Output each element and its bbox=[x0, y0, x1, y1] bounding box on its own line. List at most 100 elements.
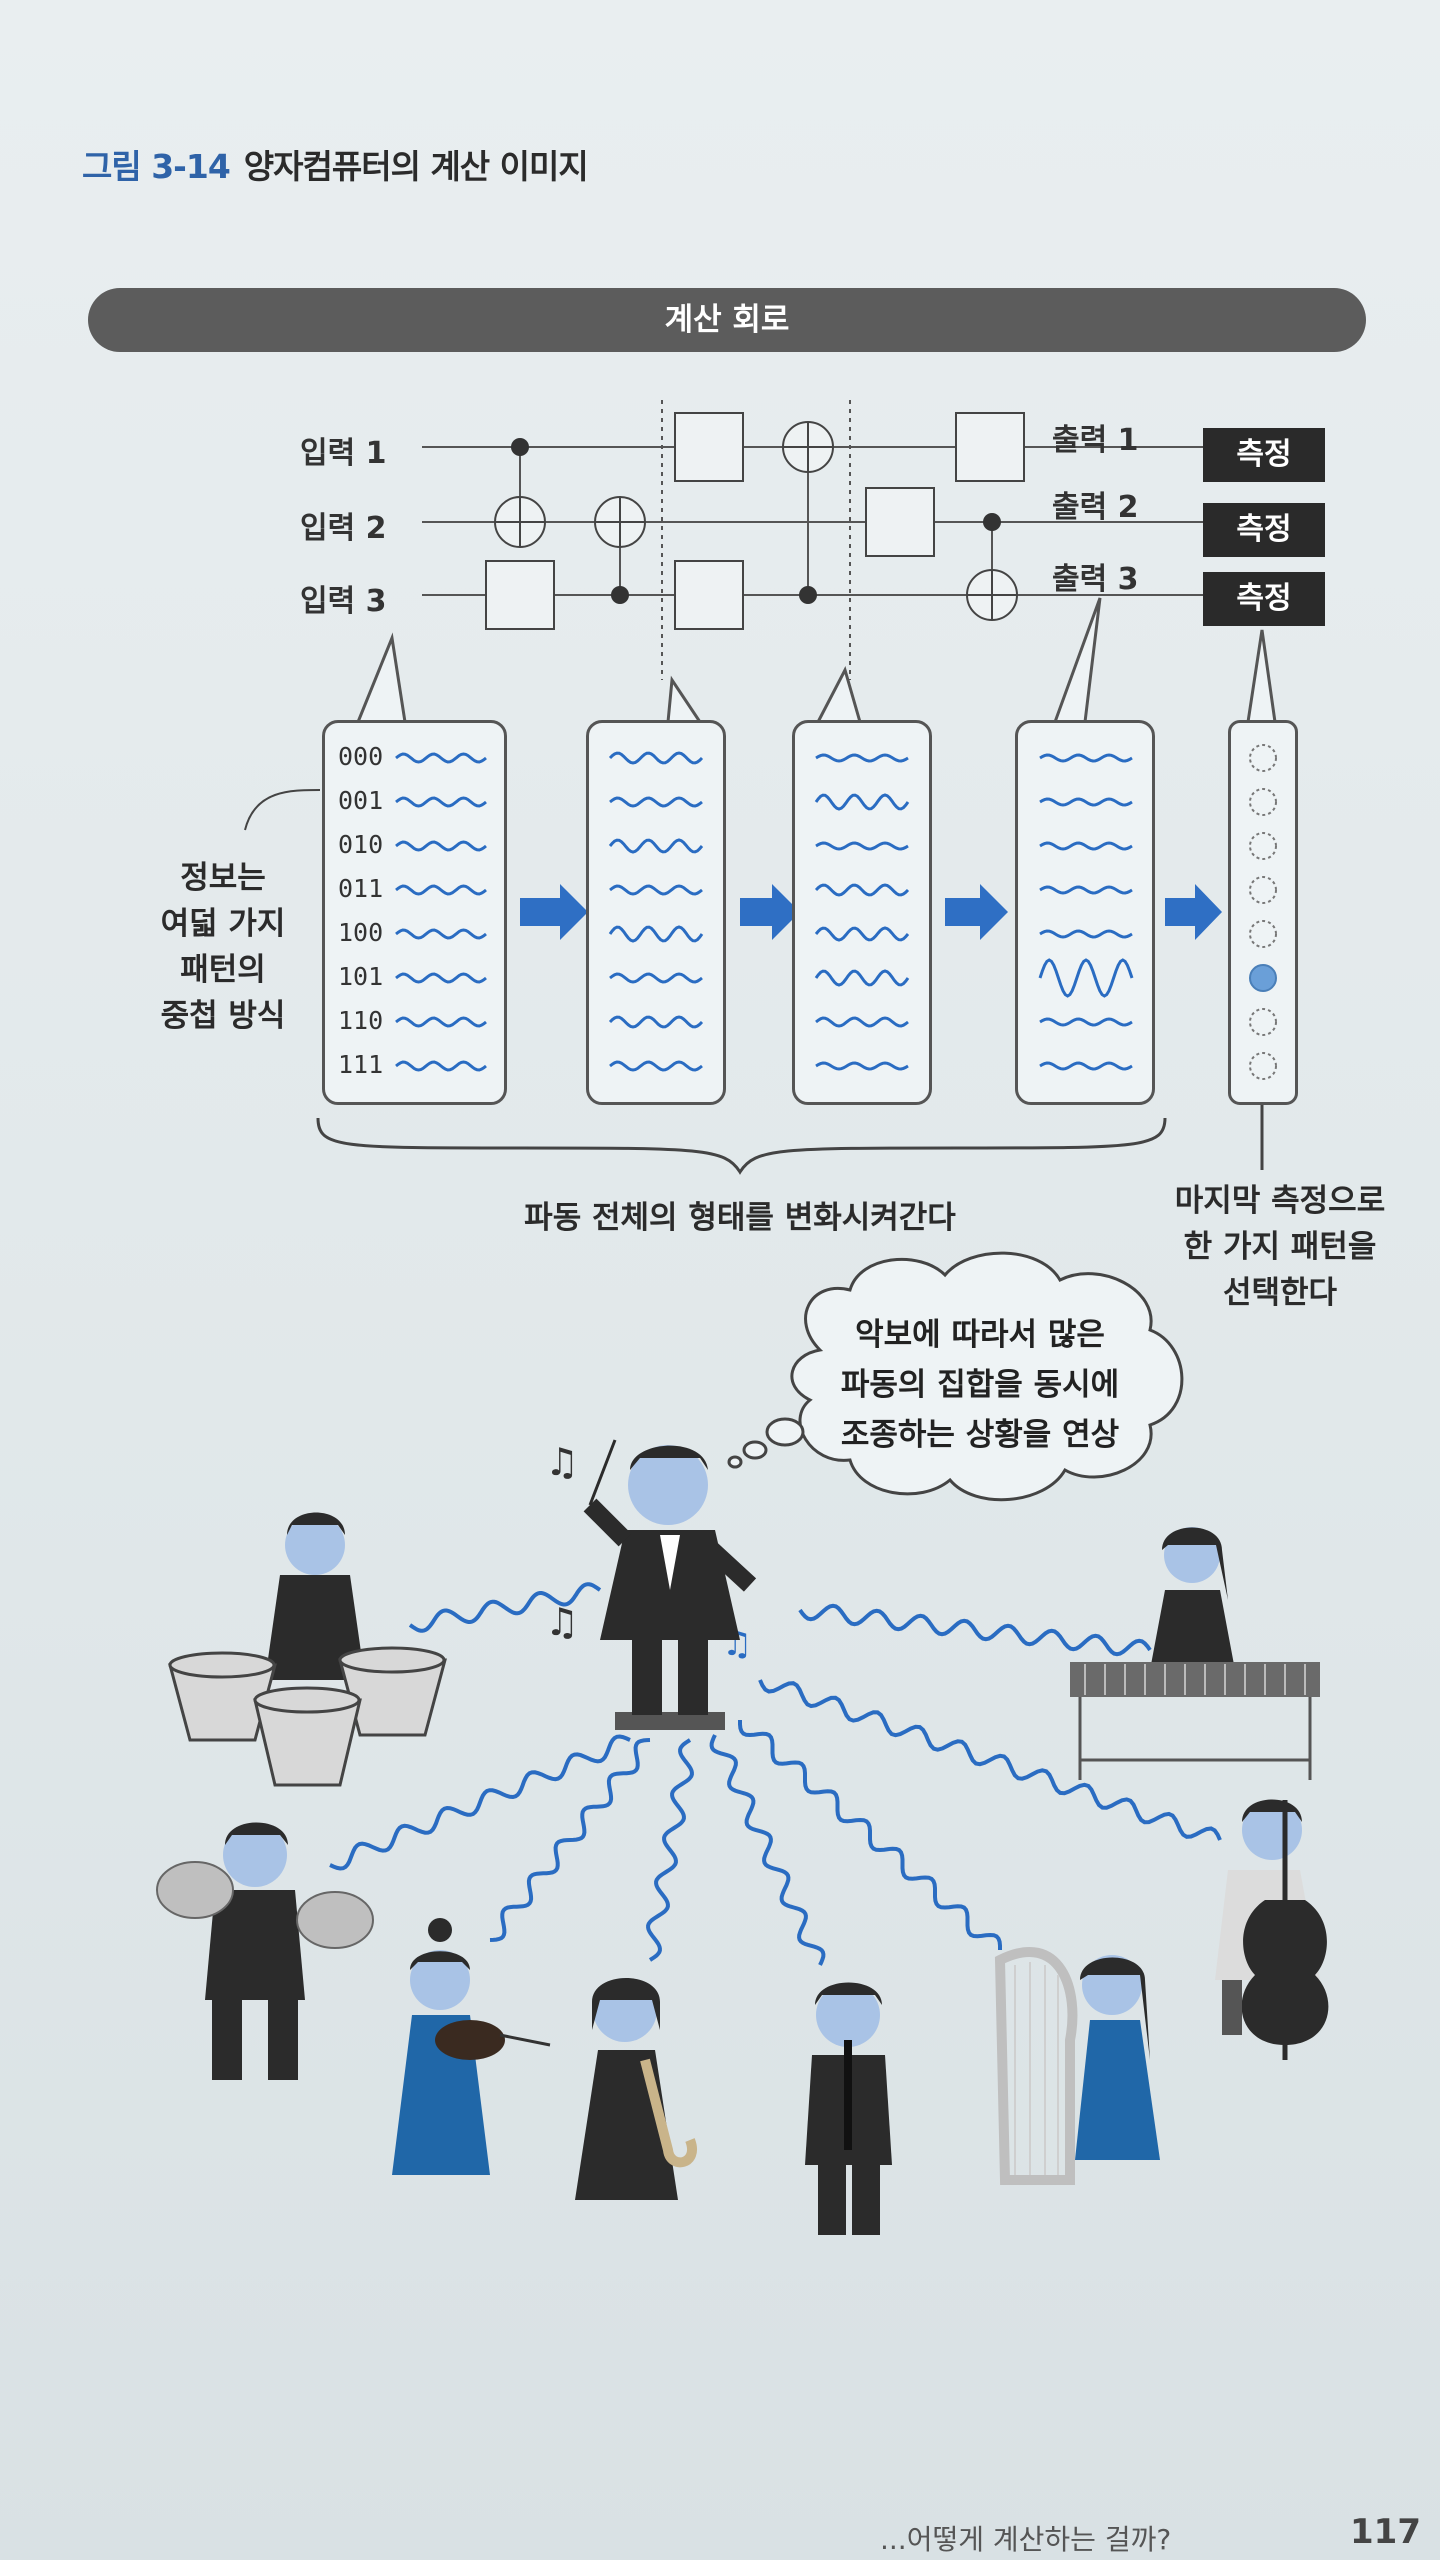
wave-glyph bbox=[608, 838, 704, 854]
wave-glyph bbox=[395, 840, 487, 852]
wave-glyph bbox=[1039, 929, 1133, 939]
wave-glyph bbox=[608, 925, 704, 943]
state-dot bbox=[1249, 832, 1277, 860]
note-line: 중첩 방식 bbox=[160, 998, 286, 1034]
pattern-label: 111 bbox=[338, 1050, 384, 1079]
circuit-banner: 계산 회로 bbox=[88, 288, 1366, 352]
wave-glyph bbox=[395, 1060, 487, 1072]
thought-line: 조종하는 상황을 연상 bbox=[840, 1417, 1120, 1453]
wave-glyph bbox=[815, 753, 909, 763]
wave-glyph bbox=[815, 1061, 909, 1071]
figure-title: 그림 3-14 양자컴퓨터의 계산 이미지 bbox=[82, 140, 589, 188]
page-number: 117 bbox=[1350, 2512, 1421, 2552]
pattern-label: 001 bbox=[338, 786, 384, 815]
wave-glyph bbox=[395, 752, 487, 764]
state-dot bbox=[1249, 1052, 1277, 1080]
control-dot-2 bbox=[611, 586, 629, 604]
wave-glyph bbox=[608, 1015, 704, 1029]
gate-box bbox=[674, 412, 744, 482]
measure-box-1: 측정 bbox=[1203, 428, 1325, 482]
pattern-label: 100 bbox=[338, 918, 384, 947]
state-panel-initial bbox=[322, 720, 507, 1105]
measure-panel bbox=[1228, 720, 1298, 1105]
wave-glyph bbox=[1039, 753, 1133, 763]
input-label-1: 입력 1 bbox=[300, 436, 387, 471]
wave-glyph bbox=[395, 1016, 487, 1028]
brace bbox=[316, 1117, 1167, 1175]
running-footer: ...어떻게 계산하는 걸까? bbox=[880, 2523, 1172, 2556]
state-dot bbox=[1249, 920, 1277, 948]
output-label-1: 출력 1 bbox=[1052, 423, 1139, 458]
marimba-player bbox=[1070, 1527, 1320, 1780]
state-dot bbox=[1249, 876, 1277, 904]
wave-glyph bbox=[815, 1016, 909, 1028]
wave-line bbox=[738, 1720, 1002, 1950]
wave-glyph bbox=[1039, 885, 1133, 895]
harpist bbox=[994, 1947, 1160, 2185]
measure-box-2: 측정 bbox=[1203, 503, 1325, 557]
callout-pointer-4 bbox=[1053, 597, 1102, 723]
note-line: 패턴의 bbox=[180, 952, 266, 988]
wave-line bbox=[758, 1679, 1222, 1841]
conductor-figure bbox=[583, 1439, 757, 1730]
thought-text: 악보에 따라서 많은 파동의 집합을 동시에 조종하는 상황을 연상 bbox=[800, 1310, 1160, 1460]
measured-state-dot bbox=[1249, 964, 1277, 992]
control-dot-3 bbox=[799, 586, 817, 604]
figure-number: 그림 3-14 bbox=[82, 147, 231, 186]
control-dot-1 bbox=[511, 438, 529, 456]
wave-glyph bbox=[1039, 1061, 1133, 1071]
state-panel-2 bbox=[586, 720, 726, 1105]
wave-glyph bbox=[814, 793, 910, 811]
state-dot bbox=[1249, 744, 1277, 772]
superposition-note: 정보는 여덟 가지 패턴의 중첩 방식 bbox=[128, 855, 318, 1039]
wave-glyph bbox=[814, 883, 910, 897]
violinist bbox=[392, 1918, 551, 2175]
cellist bbox=[1215, 1799, 1329, 2060]
callout-pointer-5 bbox=[1246, 629, 1277, 723]
wave-glyph bbox=[1039, 797, 1133, 807]
wave-glyph bbox=[608, 751, 704, 765]
note-line: 여덟 가지 bbox=[160, 906, 286, 942]
wave-line bbox=[329, 1734, 631, 1871]
note-arrow bbox=[244, 789, 321, 831]
thought-cloud bbox=[727, 1251, 1184, 1502]
flow-arrows bbox=[520, 884, 1222, 940]
wave-line bbox=[489, 1738, 651, 1942]
output-label-2: 출력 2 bbox=[1052, 490, 1139, 525]
wave-glyph bbox=[1038, 958, 1134, 998]
gate-box bbox=[674, 560, 744, 630]
wave-glyph bbox=[609, 1060, 703, 1072]
state-dot bbox=[1249, 788, 1277, 816]
wave-glyph bbox=[395, 928, 487, 940]
wave-line bbox=[709, 1734, 826, 1966]
pattern-label: 000 bbox=[338, 742, 384, 771]
pattern-label: 010 bbox=[338, 830, 384, 859]
state-panel-3 bbox=[792, 720, 932, 1105]
music-note-icons: ♫ ♫ ♫ bbox=[545, 1440, 752, 1664]
figure-title-text: 양자컴퓨터의 계산 이미지 bbox=[243, 147, 589, 186]
wave-glyph bbox=[609, 884, 703, 896]
note-line: 선택한다 bbox=[1222, 1275, 1338, 1311]
note-line: 정보는 bbox=[180, 860, 266, 896]
saxophonist bbox=[575, 1978, 697, 2200]
note-line: 한 가지 패턴을 bbox=[1183, 1229, 1377, 1265]
pattern-label: 110 bbox=[338, 1006, 384, 1035]
input-label-3: 입력 3 bbox=[300, 584, 387, 619]
thought-line: 파동의 집합을 동시에 bbox=[840, 1367, 1120, 1403]
callout-pointer-2 bbox=[666, 675, 702, 723]
callout-pointer-1 bbox=[356, 632, 407, 723]
wave-glyph bbox=[395, 884, 487, 896]
measure-box-3: 측정 bbox=[1203, 572, 1325, 626]
thought-line: 악보에 따라서 많은 bbox=[855, 1317, 1105, 1353]
wave-line bbox=[798, 1603, 1152, 1657]
wave-caption: 파동 전체의 형태를 변화시켜간다 bbox=[524, 1200, 956, 1236]
timpani-player bbox=[168, 1512, 447, 1787]
gate-box bbox=[485, 560, 555, 630]
state-panel-4 bbox=[1015, 720, 1155, 1105]
measure-note: 마지막 측정으로 한 가지 패턴을 선택한다 bbox=[1150, 1178, 1410, 1316]
wave-glyph bbox=[609, 796, 703, 808]
wave-glyph bbox=[609, 972, 703, 984]
